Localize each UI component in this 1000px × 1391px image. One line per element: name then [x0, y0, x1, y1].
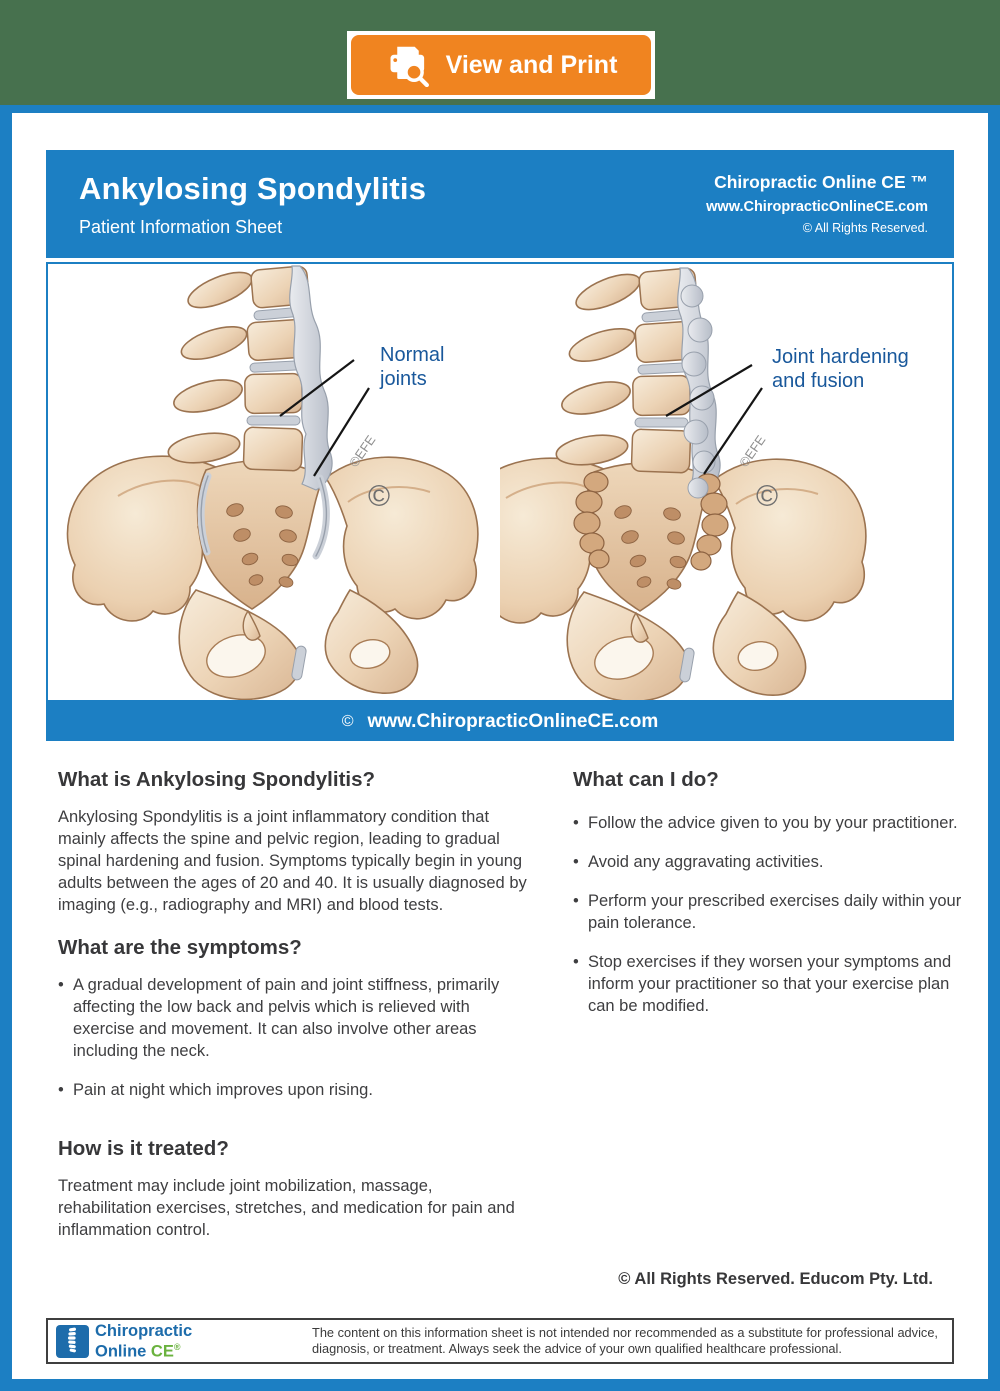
paragraph-what-is: Ankylosing Spondylitis is a joint inflam… [58, 808, 527, 914]
banner-copyright-symbol: © [341, 712, 354, 730]
view-print-button-frame: View and Print [347, 31, 655, 99]
paragraph-treated: Treatment may include joint mobilization… [58, 1177, 515, 1239]
chiropractic-online-ce-logo: Chiropractic Online CE® [56, 1323, 192, 1360]
top-green-band: View and Print [0, 0, 1000, 105]
bullet-text: Perform your prescribed exercises daily … [588, 892, 962, 932]
bullet-marker [573, 812, 588, 834]
printer-search-icon [390, 46, 429, 87]
bullet-marker [573, 951, 588, 1017]
logo-word-online-ce: Online CE® [95, 1339, 192, 1360]
symptoms-bullet-list: A gradual development of pain and joint … [58, 974, 528, 1101]
left-column: What is Ankylosing Spondylitis? Ankylosi… [58, 768, 528, 1241]
leader-lines-normal [279, 359, 370, 477]
bullet-marker [573, 851, 588, 873]
brand-name: Chiropractic Online CE ™ [714, 172, 928, 192]
disclaimer-text: The content on this information sheet is… [312, 1325, 938, 1356]
right-column: What can I do? Follow the advice given t… [573, 768, 975, 1017]
view-print-label: View and Print [445, 50, 618, 79]
heading-what-is: What is Ankylosing Spondylitis? [58, 768, 376, 791]
brand-rights: © All Rights Reserved. [802, 221, 928, 235]
label-normal-joints: Normal joints [380, 344, 445, 390]
list-item: A gradual development of pain and joint … [58, 974, 528, 1062]
figure-banner: © www.ChiropracticOnlineCE.com [46, 702, 954, 741]
pelvis-normal-illustration: ©EFE © Normal joints [48, 264, 500, 700]
label-joint-hardening: Joint hardening and fusion [772, 346, 909, 392]
leader-lines-fused [665, 364, 763, 475]
logo-word-chiropractic: Chiropractic [95, 1321, 193, 1340]
bullet-text: Pain at night which improves upon rising… [73, 1081, 373, 1099]
bullet-marker [58, 974, 73, 1062]
bullet-marker [58, 1079, 73, 1101]
header-bar: Ankylosing Spondylitis Patient Informati… [46, 150, 954, 258]
list-item: Perform your prescribed exercises daily … [573, 890, 975, 934]
copyright-watermark: © [756, 480, 778, 513]
view-print-button[interactable]: View and Print [351, 35, 651, 95]
heading-symptoms: What are the symptoms? [58, 936, 302, 959]
bullet-text: Follow the advice given to you by your p… [588, 814, 958, 832]
banner-url: www.ChiropracticOnlineCE.com [367, 710, 659, 732]
page-subtitle: Patient Information Sheet [79, 217, 283, 237]
bullet-marker [573, 890, 588, 934]
heading-treated: How is it treated? [58, 1137, 229, 1160]
brand-url: www.ChiropracticOnlineCE.com [706, 199, 928, 215]
page-title: Ankylosing Spondylitis [79, 171, 427, 206]
footer-box: Chiropractic Online CE® The content on t… [46, 1318, 954, 1364]
sheet-page: Ankylosing Spondylitis Patient Informati… [0, 105, 1000, 1391]
logo-word-ce: CE [150, 1342, 174, 1361]
heading-can-do: What can I do? [573, 768, 719, 791]
can-do-bullet-list: Follow the advice given to you by your p… [573, 812, 975, 1017]
anatomy-figure-panel: ©EFE © Normal joints ©EFE © [46, 262, 954, 702]
bullet-text: Stop exercises if they worsen your sympt… [588, 953, 952, 1015]
registered-mark: ® [173, 1341, 181, 1352]
list-item: Stop exercises if they worsen your sympt… [573, 951, 975, 1017]
list-item: Pain at night which improves upon rising… [58, 1079, 528, 1101]
bullet-text: A gradual development of pain and joint … [73, 976, 500, 1060]
list-item: Avoid any aggravating activities. [573, 851, 975, 873]
bullet-text: Avoid any aggravating activities. [588, 853, 824, 871]
pelvis-fused-illustration: ©EFE © Joint hardening and fusion [500, 264, 952, 700]
list-item: Follow the advice given to you by your p… [573, 812, 975, 834]
copyright-watermark: © [368, 480, 390, 513]
logo-word-online: Online [95, 1342, 151, 1361]
rights-line: © All Rights Reserved. Educom Pty. Ltd. [618, 1270, 933, 1288]
spine-logo-icon [56, 1324, 89, 1358]
